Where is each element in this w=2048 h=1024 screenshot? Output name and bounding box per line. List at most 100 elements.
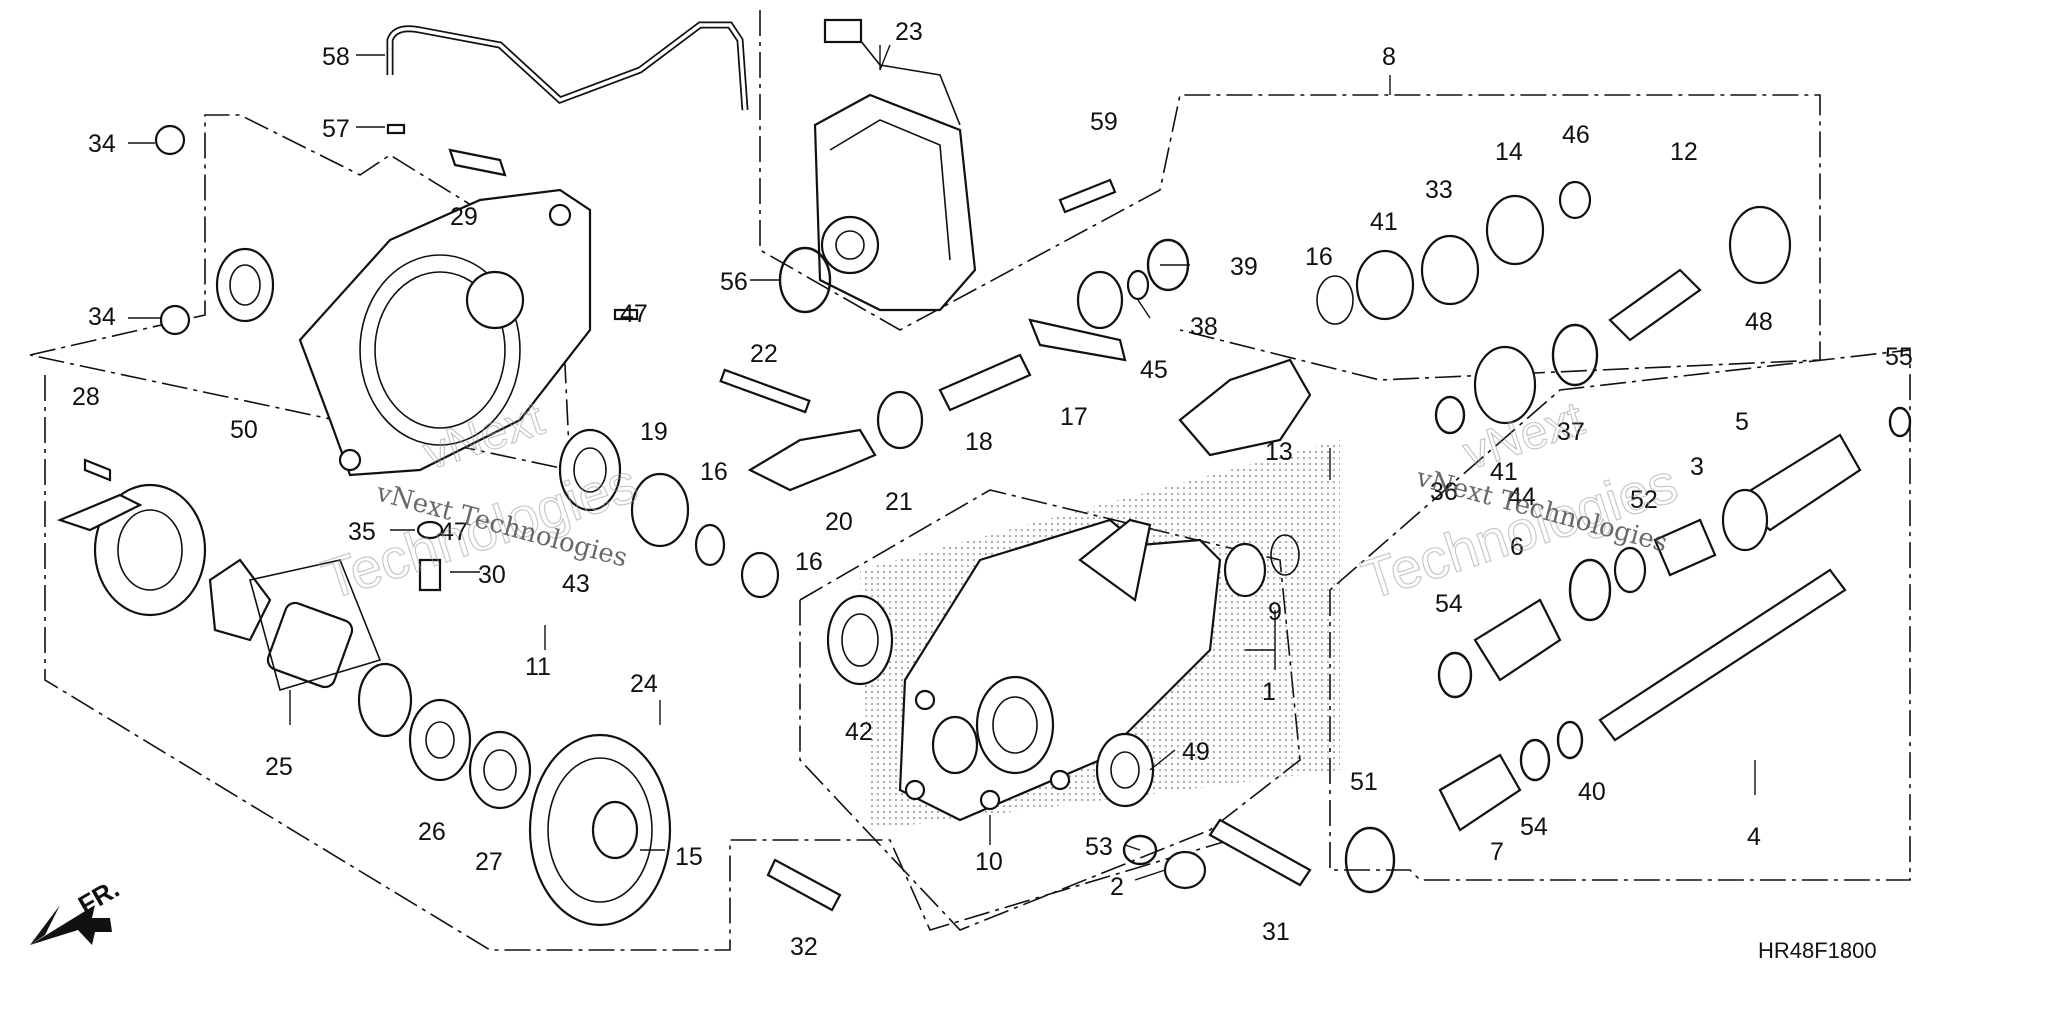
callout-8: 8 bbox=[1382, 43, 1396, 71]
callout-4: 4 bbox=[1747, 823, 1761, 851]
thrust-washers bbox=[357, 662, 532, 810]
ring-55 bbox=[1888, 406, 1912, 438]
callout-2: 2 bbox=[1110, 873, 1124, 901]
callout-41: 41 bbox=[1370, 208, 1398, 236]
ring-40 bbox=[1556, 720, 1584, 760]
callout-30: 30 bbox=[478, 561, 506, 589]
shift-arm-17 bbox=[1028, 318, 1127, 362]
callout-47-b: 47 bbox=[440, 518, 468, 546]
washer-35 bbox=[416, 520, 444, 540]
nut-34b bbox=[159, 304, 191, 336]
clip-57 bbox=[386, 123, 406, 135]
bearing-50 bbox=[215, 247, 275, 323]
bolt-32 bbox=[766, 858, 842, 912]
bolt-28 bbox=[83, 458, 112, 482]
ring-54b bbox=[1519, 738, 1551, 782]
callout-31: 31 bbox=[1262, 918, 1290, 946]
callout-6: 6 bbox=[1510, 533, 1524, 561]
callout-3: 3 bbox=[1690, 453, 1704, 481]
callout-43: 43 bbox=[562, 570, 590, 598]
callout-55: 55 bbox=[1885, 343, 1913, 371]
callout-53: 53 bbox=[1085, 833, 1113, 861]
washer-16c bbox=[1316, 275, 1354, 325]
callout-42: 42 bbox=[845, 718, 873, 746]
bolt-31 bbox=[1208, 818, 1312, 887]
callout-20: 20 bbox=[825, 508, 853, 536]
leader-lines bbox=[128, 44, 1756, 881]
callout-17: 17 bbox=[1060, 403, 1088, 431]
callout-1: 1 bbox=[1262, 678, 1276, 706]
spider-gear-set bbox=[249, 559, 382, 692]
plug-2 bbox=[1163, 850, 1207, 890]
callout-40: 40 bbox=[1578, 778, 1606, 806]
diagram-code: HR48F1800 bbox=[1758, 938, 1877, 963]
callout-16-b: 16 bbox=[700, 458, 728, 486]
callout-47: 47 bbox=[620, 300, 648, 328]
callout-16: 16 bbox=[1305, 243, 1333, 271]
left-cover bbox=[298, 188, 592, 477]
callout-11: 11 bbox=[525, 653, 551, 681]
bearing-41a bbox=[1355, 249, 1415, 321]
circlip-36 bbox=[1434, 395, 1466, 435]
callout-37: 37 bbox=[1557, 418, 1585, 446]
callout-46: 46 bbox=[1562, 121, 1590, 149]
o-ring-51 bbox=[1344, 826, 1396, 894]
collar-19 bbox=[630, 472, 690, 548]
side-gear bbox=[208, 558, 272, 642]
collar-c bbox=[1613, 546, 1647, 594]
bearing-41b bbox=[1473, 345, 1537, 425]
callout-29: 29 bbox=[450, 203, 478, 231]
callout-34: 34 bbox=[88, 130, 116, 158]
spring-52 bbox=[1653, 518, 1717, 577]
group-boundary-4 bbox=[1329, 349, 1911, 881]
shift-fork-20 bbox=[747, 428, 877, 492]
group-boundary-outer bbox=[44, 375, 1231, 951]
boot-6 bbox=[1473, 598, 1562, 682]
seal-49 bbox=[1095, 732, 1155, 808]
callout-7: 7 bbox=[1490, 838, 1504, 866]
callout-32: 32 bbox=[790, 933, 818, 961]
callout-38: 38 bbox=[1190, 313, 1218, 341]
callout-25: 25 bbox=[265, 753, 293, 781]
callout-45: 45 bbox=[1140, 356, 1168, 384]
callout-50: 50 bbox=[230, 416, 258, 444]
callout-36: 36 bbox=[1430, 478, 1458, 506]
callout-15: 15 bbox=[675, 843, 703, 871]
output-shaft-12 bbox=[1608, 268, 1702, 342]
circlip-37 bbox=[1551, 323, 1599, 387]
callout-labels: 1 2 3 4 5 6 7 8 9 10 11 12 13 14 15 16 1… bbox=[72, 18, 1913, 961]
o-ring-c bbox=[1568, 558, 1612, 622]
bearing-42 bbox=[826, 594, 894, 686]
callout-59: 59 bbox=[1090, 108, 1118, 136]
pinion-gear-13 bbox=[1178, 358, 1312, 457]
callout-23: 23 bbox=[895, 18, 923, 46]
bearing-14 bbox=[1485, 194, 1545, 266]
callout-41-b: 41 bbox=[1490, 458, 1518, 486]
shift-drum-18 bbox=[938, 353, 1032, 412]
callout-39: 39 bbox=[1230, 253, 1258, 281]
callout-35: 35 bbox=[348, 518, 376, 546]
drive-shaft bbox=[1598, 568, 1847, 742]
callout-21: 21 bbox=[885, 488, 913, 516]
actuator-motor bbox=[813, 18, 977, 312]
callout-12: 12 bbox=[1670, 138, 1698, 166]
pin-22 bbox=[719, 368, 811, 414]
callout-9: 9 bbox=[1268, 598, 1282, 626]
callout-24: 24 bbox=[630, 670, 658, 698]
group-boundary-10 bbox=[799, 489, 1301, 931]
group-boundary-11 bbox=[29, 114, 571, 471]
ring-3 bbox=[1721, 488, 1769, 552]
front-arrow-icon bbox=[30, 905, 112, 945]
bearing-43 bbox=[558, 428, 622, 512]
callout-19: 19 bbox=[640, 418, 668, 446]
callout-58: 58 bbox=[322, 43, 350, 71]
callout-33: 33 bbox=[1425, 176, 1453, 204]
callout-57: 57 bbox=[322, 115, 350, 143]
callout-13: 13 bbox=[1265, 438, 1293, 466]
washer-16a bbox=[694, 523, 726, 567]
ring-38 bbox=[1126, 269, 1150, 301]
callout-10: 10 bbox=[975, 848, 1003, 876]
callout-54: 54 bbox=[1435, 590, 1463, 618]
nut-34a bbox=[154, 124, 186, 156]
differential-case bbox=[56, 483, 207, 617]
